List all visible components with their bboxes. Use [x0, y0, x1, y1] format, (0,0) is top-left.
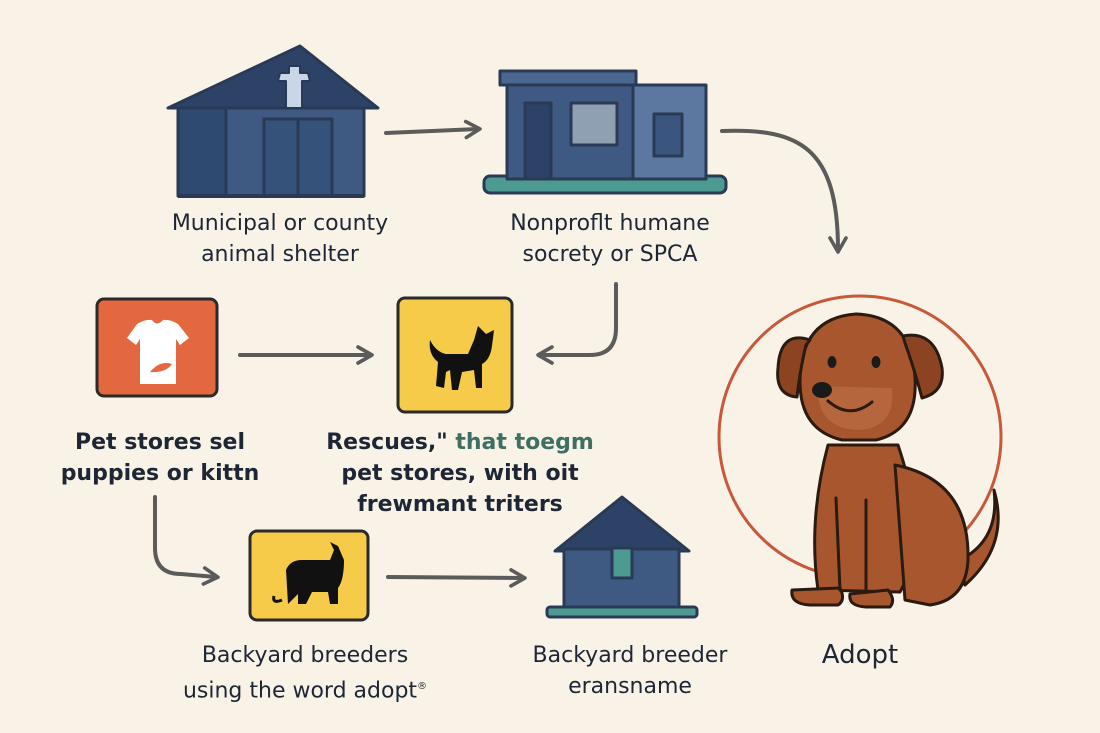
- label-pet-stores-line1: Pet stores sel: [74, 430, 246, 455]
- label-nonprofit-humane: Nonproflt humane socrety or SPCA: [470, 208, 750, 270]
- label-rescues: Rescues," that toegm pet stores, with oi…: [320, 427, 600, 520]
- label-backyard-name-line1: Backyard breeder: [532, 643, 728, 668]
- registered-mark: ®: [417, 681, 428, 692]
- house-icon: [545, 495, 699, 619]
- arrows: [153, 119, 848, 588]
- label-backyard-adopt-line2: using the word adopt®: [160, 671, 450, 706]
- building-icon: [482, 69, 728, 195]
- label-rescues-line1: Rescues," that toegm: [320, 427, 600, 458]
- label-municipal-shelter: Municipal or county animal shelter: [150, 208, 410, 270]
- arrow-petstore-to-backyard: [153, 495, 220, 586]
- label-municipal-shelter-line1: Municipal or county: [171, 211, 389, 236]
- arrow-nonprofit-to-adopt: [720, 128, 848, 254]
- label-nonprofit-humane-line1: Nonproflt humane: [510, 211, 710, 236]
- label-pet-stores: Pet stores sel puppies or kittn: [40, 427, 280, 489]
- label-rescues-line1-b: that toegm: [447, 430, 594, 455]
- puppy-icon: [717, 294, 1003, 609]
- label-backyard-adopt-line2-text: using the word adopt: [182, 678, 418, 704]
- label-adopt-text: Adopt: [821, 640, 899, 670]
- arrow-nonprofit-to-rescues: [536, 282, 618, 365]
- label-backyard-adopt: Backyard breeders using the word adopt®: [160, 640, 450, 706]
- label-municipal-shelter-line2: animal shelter: [201, 242, 359, 267]
- label-backyard-adopt-line1: Backyard breeders: [201, 643, 409, 668]
- cat-icon: [396, 296, 514, 414]
- label-nonprofit-humane-line2: socrety or SPCA: [522, 242, 698, 267]
- label-adopt: Adopt: [780, 640, 940, 671]
- barn-shelter-icon: [166, 44, 380, 198]
- label-rescues-line1-a: Rescues,": [326, 430, 448, 455]
- label-rescues-line3: frewmant triters: [357, 492, 563, 517]
- label-pet-stores-line2: puppies or kittn: [60, 461, 260, 486]
- arrow-shelter-to-nonprofit: [384, 119, 482, 140]
- label-backyard-name: Backyard breeder eransname: [500, 640, 760, 702]
- arrow-backyard-to-house: [386, 568, 527, 588]
- label-rescues-line2: pet stores, with oit: [341, 461, 579, 486]
- label-backyard-name-line2: eransname: [568, 674, 692, 699]
- dog-silhouette-icon: [248, 529, 370, 622]
- shirt-icon: [95, 297, 219, 398]
